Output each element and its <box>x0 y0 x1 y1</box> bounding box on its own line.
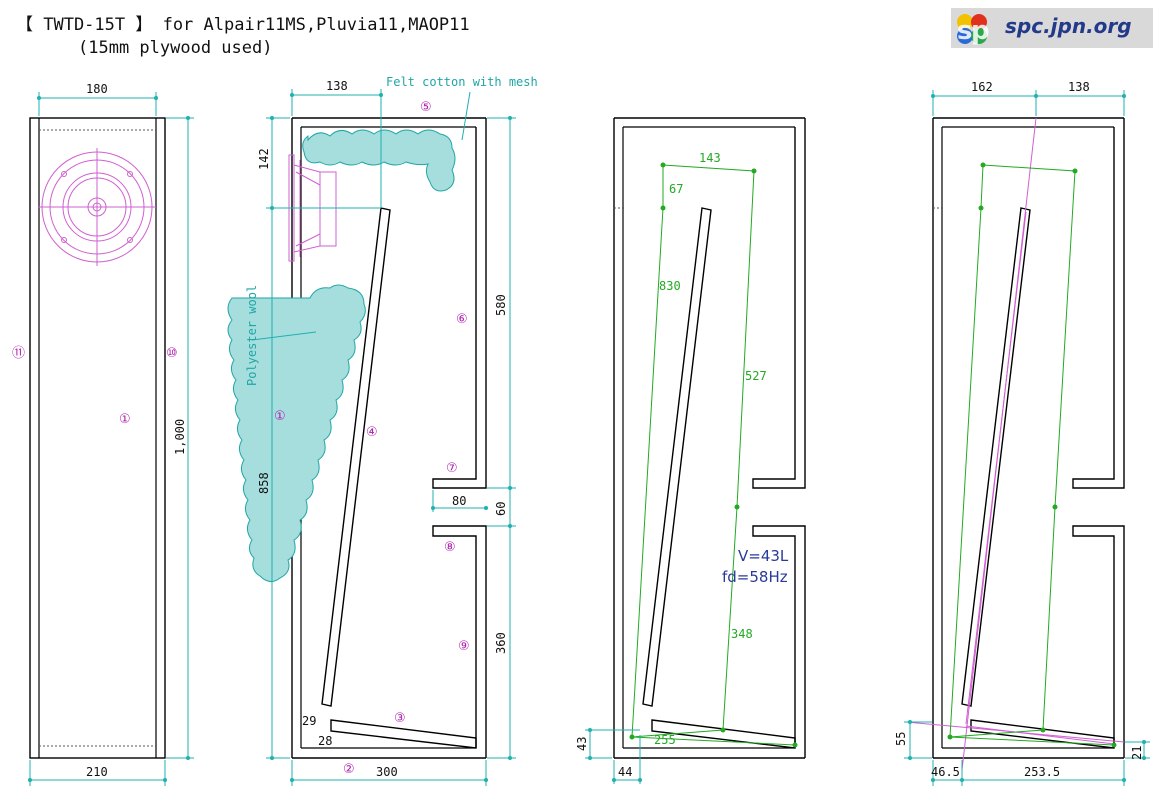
front-view: 180 210 1,000 ⑪ ⑩ ① <box>12 82 194 786</box>
dim-253-5: 253.5 <box>1024 765 1060 779</box>
volume-label: V=43L <box>738 547 789 565</box>
dim-43: 43 <box>575 737 589 751</box>
centerline-view: 162 138 55 21 46.5 253.5 <box>894 80 1150 786</box>
part-label-10: ⑩ <box>166 346 178 361</box>
dim-44: 44 <box>618 765 632 779</box>
path-length-view: 143 67 830 527 348 255 V=43L fd=58Hz 43 … <box>575 117 806 784</box>
svg-text:s: s <box>957 16 972 46</box>
value-28: 28 <box>318 734 332 748</box>
driver-front-icon <box>38 148 156 266</box>
drawing-title: 【 TWTD-15T 】 for Alpair11MS,Pluvia11,MAO… <box>16 15 470 35</box>
felt-cotton-label: Felt cotton with mesh <box>386 75 538 89</box>
path-255: 255 <box>654 733 676 747</box>
dim-46-5: 46.5 <box>931 765 960 779</box>
part-label-7: ⑦ <box>446 461 458 476</box>
dim-55: 55 <box>894 732 908 746</box>
dim-section-60: 60 <box>494 502 508 516</box>
dim-section-300: 300 <box>376 765 398 779</box>
frequency-label: fd=58Hz <box>722 568 788 586</box>
dim-section-580: 580 <box>494 294 508 316</box>
part-label-1-front: ① <box>119 412 131 427</box>
felt-cotton-top <box>302 129 456 192</box>
part-label-1: ① <box>274 409 286 424</box>
part-label-8: ⑧ <box>444 540 456 555</box>
dim-section-80: 80 <box>452 494 466 508</box>
polyester-wool <box>227 284 366 582</box>
polyester-wool-label: Polyester wool <box>245 285 259 386</box>
svg-text:p: p <box>971 16 990 46</box>
front-outer-panel <box>29 117 166 759</box>
dim-21: 21 <box>1130 746 1144 760</box>
section-view: 138 Felt cotton with mesh ⑤ 142 858 Poly… <box>227 75 538 786</box>
part-label-9: ⑨ <box>458 639 470 654</box>
drawing-subtitle: (15mm plywood used) <box>78 38 273 58</box>
dim-section-142: 142 <box>257 148 271 170</box>
spc-logo-icon: s p <box>957 14 990 46</box>
part-label-4: ④ <box>366 425 378 440</box>
part-label-2: ② <box>343 762 355 777</box>
path-67: 67 <box>669 182 683 196</box>
bottom-slanted-panel <box>330 719 477 749</box>
dim-front-top: 180 <box>86 82 108 96</box>
site-logo[interactable]: s p spc.jpn.org <box>951 8 1153 48</box>
dim-front-bottom: 210 <box>86 765 108 779</box>
part-label-5: ⑤ <box>420 100 432 115</box>
path-527: 527 <box>745 369 767 383</box>
value-29: 29 <box>302 714 316 728</box>
dim-front-height: 1,000 <box>173 419 187 455</box>
path-143: 143 <box>699 151 721 165</box>
path-348: 348 <box>731 627 753 641</box>
dim-section-top: 138 <box>326 79 348 93</box>
part-label-3: ③ <box>394 711 406 726</box>
dim-162: 162 <box>971 80 993 94</box>
part-label-6: ⑥ <box>456 312 468 327</box>
dim-138-right: 138 <box>1068 80 1090 94</box>
dim-section-360: 360 <box>494 632 508 654</box>
logo-text: spc.jpn.org <box>1005 14 1132 38</box>
slanted-baffle <box>321 207 391 707</box>
path-830: 830 <box>659 279 681 293</box>
part-label-11: ⑪ <box>12 346 25 361</box>
dim-section-858: 858 <box>257 472 271 494</box>
